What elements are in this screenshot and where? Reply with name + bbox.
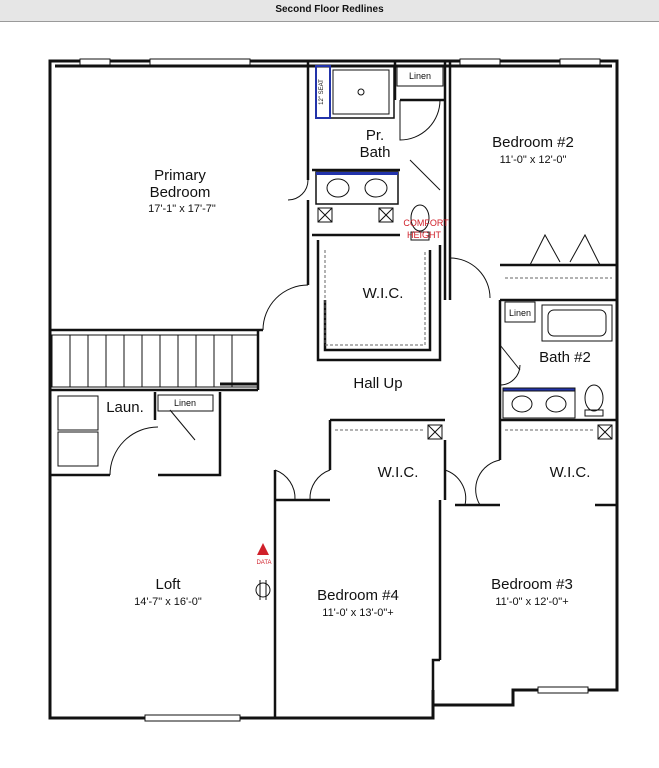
pr-bath-vanity xyxy=(315,171,399,205)
linen-closet-top xyxy=(396,65,444,87)
bed3-dims: 11'-0" x 12'-0"+ xyxy=(495,596,568,608)
title-bar: Second Floor Redlines xyxy=(0,0,659,22)
hvac-chases xyxy=(317,207,613,440)
primary-name-1: Primary xyxy=(154,167,206,184)
linen-laun-label: Linen xyxy=(174,398,196,408)
shower xyxy=(315,65,395,119)
toilet-icon xyxy=(410,204,430,241)
windows xyxy=(79,58,601,722)
loft-name: Loft xyxy=(155,576,181,593)
page-title: Second Floor Redlines xyxy=(275,4,384,15)
linen-top-label: Linen xyxy=(409,71,431,81)
bed2-dims: 11'-0" x 12'-0" xyxy=(500,154,567,166)
data-label: DATA xyxy=(256,560,271,566)
laundry-machines xyxy=(57,394,214,467)
door-swings xyxy=(109,99,601,506)
wic4-name: W.I.C. xyxy=(378,464,419,481)
wic-main-name: W.I.C. xyxy=(363,285,404,302)
bath2-name: Bath #2 xyxy=(539,349,591,366)
primary-dims: 17'-1" x 17'-7" xyxy=(148,203,216,215)
comfort-label: COMFORT xyxy=(403,218,449,228)
loft-dims: 14'-7" x 16'-0" xyxy=(134,596,202,608)
wic3-name: W.I.C. xyxy=(550,464,591,481)
bed3-name: Bedroom #3 xyxy=(491,576,573,593)
pr-bath-name-2: Bath xyxy=(360,144,391,161)
bed4-dims: 11'-0' x 13'-0"+ xyxy=(322,607,393,619)
closet-shelves xyxy=(324,250,612,431)
height-label: HEIGHT xyxy=(407,230,442,240)
hall-name: Hall Up xyxy=(353,375,402,392)
stairs xyxy=(51,334,259,388)
seat-label: 12" SEAT xyxy=(319,79,325,105)
bed2-name: Bedroom #2 xyxy=(492,134,574,151)
primary-name-2: Bedroom xyxy=(150,184,211,201)
laundry-name: Laun. xyxy=(106,399,144,416)
linen-bath2-label: Linen xyxy=(509,308,531,318)
pr-bath-name-1: Pr. xyxy=(366,127,384,144)
bath2-fixtures xyxy=(502,301,613,419)
bed4-name: Bedroom #4 xyxy=(317,587,399,604)
data-outlet-icon xyxy=(255,543,271,600)
